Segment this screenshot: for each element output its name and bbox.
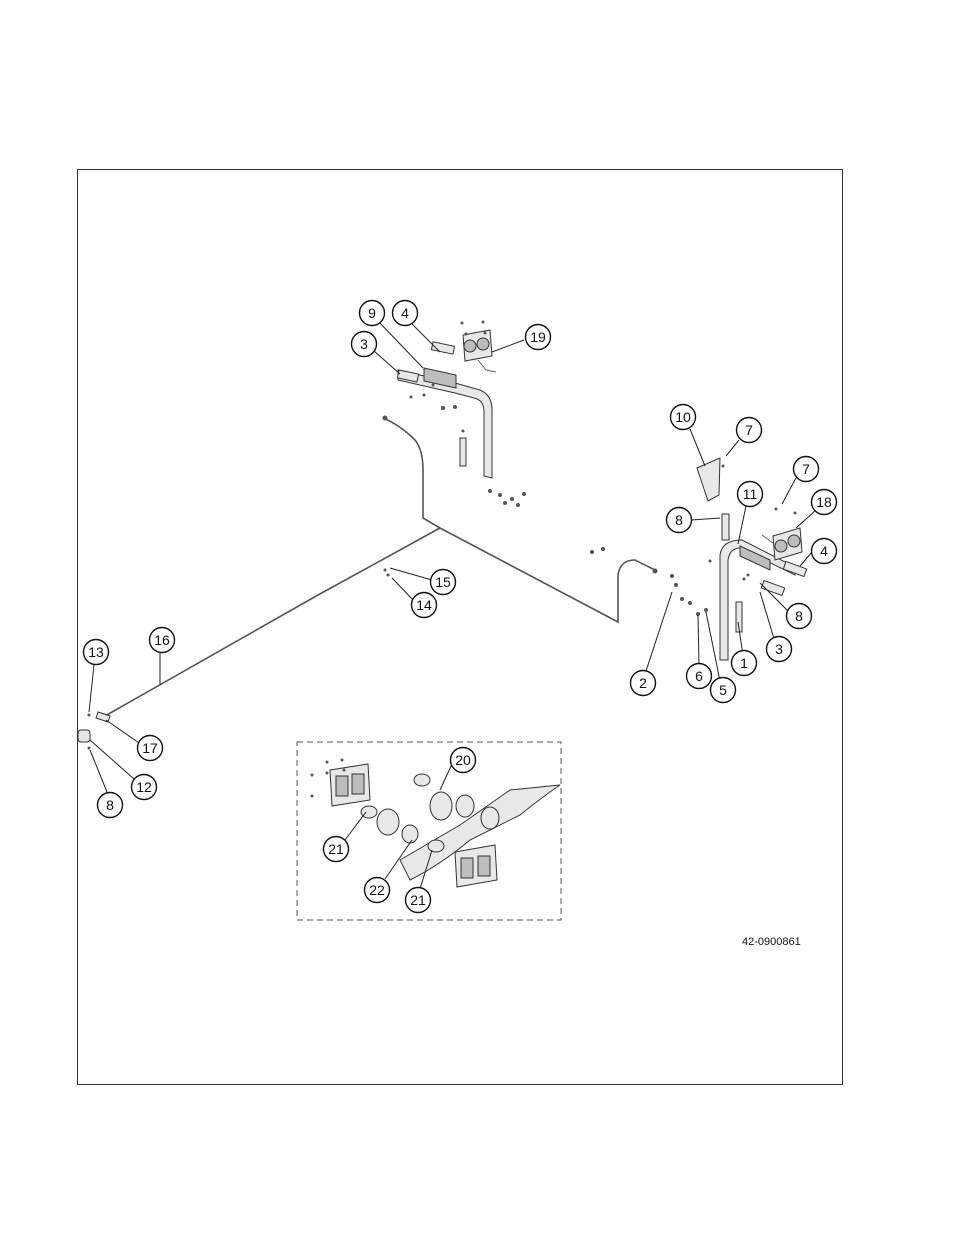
svg-text:17: 17 (142, 740, 158, 756)
drawing-frame (77, 169, 843, 1085)
svg-text:5: 5 (719, 682, 727, 698)
svg-text:7: 7 (802, 461, 810, 477)
svg-text:1: 1 (740, 655, 748, 671)
svg-text:3: 3 (775, 641, 783, 657)
svg-text:3: 3 (360, 336, 368, 352)
callout-5: 5 (709, 676, 737, 704)
svg-text:20: 20 (455, 752, 471, 768)
svg-text:9: 9 (368, 305, 376, 321)
callout-22: 22 (363, 876, 391, 904)
svg-text:19: 19 (530, 329, 546, 345)
right-lamp-housing (761, 527, 803, 561)
svg-text:11: 11 (743, 486, 758, 502)
svg-text:8: 8 (795, 608, 803, 624)
callout-12: 12 (130, 773, 158, 801)
callout-10: 10 (669, 403, 697, 431)
svg-text:21: 21 (328, 841, 344, 857)
left-hardware (409, 320, 526, 507)
callout-8: 8 (665, 506, 693, 534)
detail-inset (296, 741, 562, 921)
callout-15: 15 (429, 568, 457, 596)
svg-text:7: 7 (745, 422, 753, 438)
svg-text:13: 13 (88, 644, 104, 660)
callout-4-second: 4 (810, 537, 838, 565)
callout-21: 21 (322, 835, 350, 863)
callout-20: 20 (449, 746, 477, 774)
callout-6: 6 (685, 662, 713, 690)
right-light-bracket (696, 457, 808, 661)
callout-19: 19 (524, 323, 552, 351)
svg-text:18: 18 (816, 494, 832, 510)
drawing-number: 42-0900861 (742, 936, 801, 948)
callout-7: 7 (735, 416, 763, 444)
svg-text:21: 21 (410, 892, 426, 908)
svg-text:4: 4 (820, 543, 828, 559)
callout-8-second: 8 (785, 602, 813, 630)
svg-text:2: 2 (639, 675, 647, 691)
left-light-bracket (396, 341, 493, 479)
callout-2: 2 (629, 669, 657, 697)
svg-text:4: 4 (401, 305, 409, 321)
svg-text:6: 6 (695, 668, 703, 684)
callout-13: 13 (82, 638, 110, 666)
callout-4: 4 (391, 299, 419, 327)
svg-text:15: 15 (435, 574, 451, 590)
callout-14: 14 (410, 591, 438, 619)
svg-text:12: 12 (136, 779, 152, 795)
callout-3-second: 3 (765, 635, 793, 663)
callout-7-second: 7 (792, 455, 820, 483)
callout-21-second: 21 (404, 886, 432, 914)
svg-text:14: 14 (416, 597, 432, 613)
leader-lines (88, 321, 816, 890)
end-connector (77, 568, 390, 750)
left-lamp-housing (462, 329, 497, 373)
right-hardware (590, 464, 797, 616)
svg-text:8: 8 (675, 512, 683, 528)
wiring-harness (104, 415, 658, 717)
callout-16: 16 (148, 626, 176, 654)
svg-text:10: 10 (675, 409, 691, 425)
callout-1: 1 (730, 649, 758, 677)
svg-text:8: 8 (106, 797, 114, 813)
callout-8-third: 8 (96, 791, 124, 819)
callout-9: 9 (358, 299, 386, 327)
svg-text:22: 22 (369, 882, 385, 898)
callout-3: 3 (350, 330, 378, 358)
svg-text:16: 16 (154, 632, 170, 648)
callout-18: 18 (810, 488, 838, 516)
callout-17: 17 (136, 734, 164, 762)
callout-11: 11 (736, 480, 764, 508)
